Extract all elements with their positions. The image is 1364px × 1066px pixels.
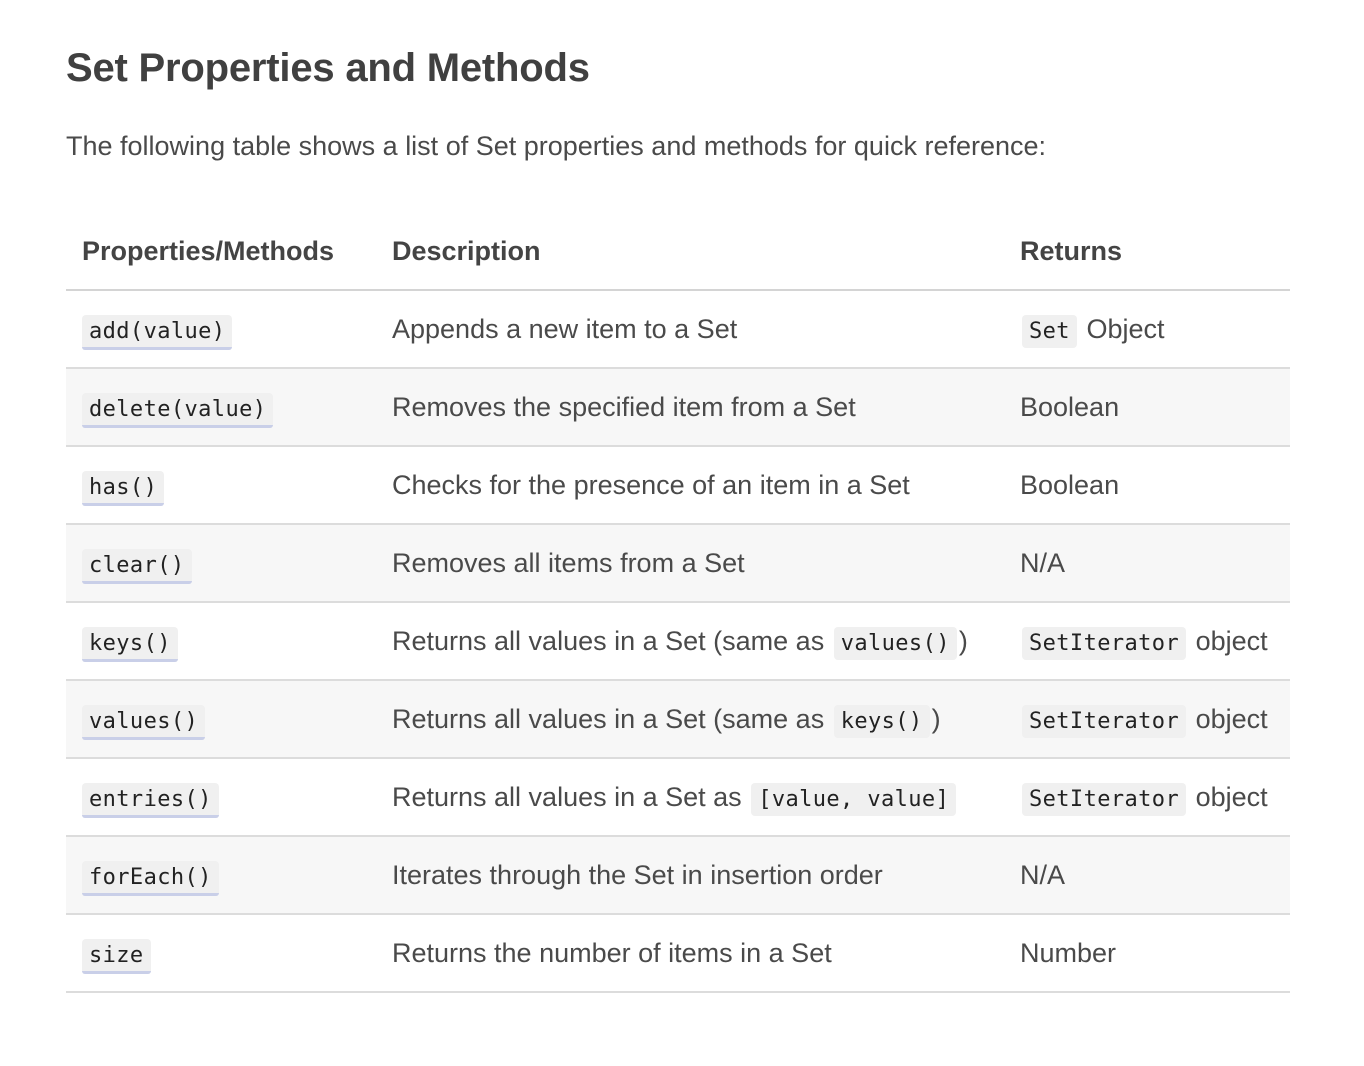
table-row: size Returns the number of items in a Set… xyxy=(66,914,1290,993)
method-cell: delete(value) xyxy=(66,368,376,447)
description-cell: Returns all values in a Set (same as key… xyxy=(376,680,1004,759)
description-text: Returns all values in a Set (same as xyxy=(392,703,832,734)
method-cell: clear() xyxy=(66,524,376,603)
table-row: forEach() Iterates through the Set in ins… xyxy=(66,836,1290,915)
description-text: Returns all values in a Set as xyxy=(392,781,750,812)
intro-paragraph: The following table shows a list of Set … xyxy=(66,131,1047,161)
returns-code: SetIterator xyxy=(1022,782,1187,816)
returns-text: N/A xyxy=(1020,859,1066,890)
table-row: clear() Removes all items from a Set N/A xyxy=(66,524,1290,603)
table-row: entries() Returns all values in a Set as … xyxy=(66,758,1290,837)
set-reference-table: Properties/Methods Description Returns a… xyxy=(66,214,1290,993)
returns-code: Set xyxy=(1022,314,1077,348)
returns-cell: SetIterator object xyxy=(1004,758,1290,837)
returns-text: Number xyxy=(1020,937,1117,968)
method-name-link[interactable]: entries() xyxy=(82,782,219,818)
method-cell: values() xyxy=(66,680,376,759)
description-text: Removes the specified item from a Set xyxy=(392,391,856,422)
method-name-link[interactable]: forEach() xyxy=(82,860,219,896)
returns-text: object xyxy=(1188,625,1268,656)
description-cell: Returns all values in a Set as [value, v… xyxy=(376,758,1004,837)
returns-code: SetIterator xyxy=(1022,704,1187,738)
returns-cell: Boolean xyxy=(1004,446,1290,525)
method-name-link[interactable]: delete(value) xyxy=(82,392,274,428)
article-section: Set Properties and Methods The following… xyxy=(66,46,1290,993)
description-cell: Removes all items from a Set xyxy=(376,524,1004,603)
method-cell: size xyxy=(66,914,376,993)
returns-cell: SetIterator object xyxy=(1004,680,1290,759)
returns-text: N/A xyxy=(1020,547,1066,578)
returns-cell: N/A xyxy=(1004,836,1290,915)
description-text: Iterates through the Set in insertion or… xyxy=(392,859,883,890)
returns-code: SetIterator xyxy=(1022,626,1187,660)
method-name-link[interactable]: keys() xyxy=(82,626,178,662)
description-text: Checks for the presence of an item in a … xyxy=(392,469,910,500)
returns-cell: N/A xyxy=(1004,524,1290,603)
description-cell: Removes the specified item from a Set xyxy=(376,368,1004,447)
description-text: Appends a new item to a Set xyxy=(392,313,738,344)
description-code: [value, value] xyxy=(751,782,957,816)
returns-cell: Boolean xyxy=(1004,368,1290,447)
method-cell: has() xyxy=(66,446,376,525)
description-cell: Appends a new item to a Set xyxy=(376,290,1004,369)
method-name-link[interactable]: add(value) xyxy=(82,314,233,350)
method-name-link[interactable]: size xyxy=(82,938,151,974)
description-code: values() xyxy=(833,626,957,660)
table-row: has() Checks for the presence of an item … xyxy=(66,446,1290,525)
description-cell: Returns the number of items in a Set xyxy=(376,914,1004,993)
table-header-row: Properties/Methods Description Returns xyxy=(66,214,1290,291)
table-row: delete(value) Removes the specified item … xyxy=(66,368,1290,447)
description-cell: Checks for the presence of an item in a … xyxy=(376,446,1004,525)
header-returns: Returns xyxy=(1004,214,1290,291)
table-row: keys() Returns all values in a Set (same … xyxy=(66,602,1290,681)
method-cell: keys() xyxy=(66,602,376,681)
method-cell: forEach() xyxy=(66,836,376,915)
method-name-link[interactable]: has() xyxy=(82,470,165,506)
description-code: keys() xyxy=(833,704,930,738)
returns-text: object xyxy=(1188,703,1268,734)
method-name-link[interactable]: clear() xyxy=(82,548,192,584)
returns-text: Boolean xyxy=(1020,391,1120,422)
description-text-after: ) xyxy=(931,703,941,734)
description-cell: Returns all values in a Set (same as val… xyxy=(376,602,1004,681)
returns-cell: Set Object xyxy=(1004,290,1290,369)
description-text: Returns the number of items in a Set xyxy=(392,937,832,968)
returns-text: Object xyxy=(1078,313,1165,344)
description-text-after: ) xyxy=(958,625,968,656)
returns-cell: SetIterator object xyxy=(1004,602,1290,681)
section-heading: Set Properties and Methods xyxy=(66,46,590,90)
method-name-link[interactable]: values() xyxy=(82,704,206,740)
returns-text: object xyxy=(1188,781,1268,812)
table-row: values() Returns all values in a Set (sam… xyxy=(66,680,1290,759)
header-description: Description xyxy=(376,214,1004,291)
method-cell: add(value) xyxy=(66,290,376,369)
description-cell: Iterates through the Set in insertion or… xyxy=(376,836,1004,915)
description-text: Returns all values in a Set (same as xyxy=(392,625,832,656)
returns-cell: Number xyxy=(1004,914,1290,993)
returns-text: Boolean xyxy=(1020,469,1120,500)
method-cell: entries() xyxy=(66,758,376,837)
header-properties-methods: Properties/Methods xyxy=(66,214,376,291)
description-text: Removes all items from a Set xyxy=(392,547,745,578)
table-row: add(value) Appends a new item to a Set Set… xyxy=(66,290,1290,369)
